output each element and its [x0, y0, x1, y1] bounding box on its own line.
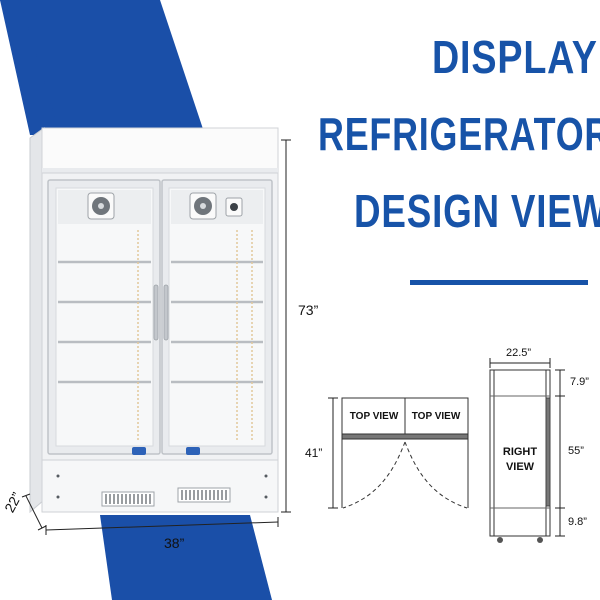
side-middle-label: 55” [568, 445, 584, 457]
door-handle-left [153, 284, 159, 341]
headline-line-3: DESIGN VIEW [354, 185, 600, 237]
fridge-light-box [41, 127, 279, 174]
fan-icon [87, 192, 115, 220]
door-badge-icon [132, 447, 146, 455]
top-view-label-left: TOP VIEW [349, 411, 399, 422]
right-view-label-line-1: RIGHT [502, 446, 538, 458]
fridge-door-left [47, 179, 161, 455]
side-top-label: 7.9” [570, 376, 589, 388]
headline-divider [410, 280, 588, 285]
fan-icon [189, 192, 217, 220]
shelves-right [171, 260, 263, 384]
blue-stripe-bottom [100, 515, 272, 600]
height-dimension-line [281, 139, 291, 513]
door-depth-dimension-line [328, 397, 338, 509]
fridge-base [41, 459, 279, 513]
top-view-label-right: TOP VIEW [411, 411, 461, 422]
side-width-label: 22.5” [506, 347, 532, 359]
side-bottom-label: 9.8” [568, 516, 587, 528]
right-view-label-line-2: VIEW [505, 461, 535, 473]
door-badge-icon [186, 447, 200, 455]
headline-line-1: DISPLAY [432, 31, 598, 83]
vent-grille-icon [177, 487, 231, 503]
depth-dimension-line [21, 493, 47, 531]
side-height-dimension-line [555, 369, 565, 537]
height-label: 73” [298, 302, 319, 318]
door-handle-right [163, 284, 169, 341]
blue-stripe-top [0, 0, 205, 135]
refrigerator [29, 127, 279, 514]
blue-stripe-left-edge [0, 0, 60, 135]
width-label: 38” [164, 535, 185, 551]
width-dimension-line [45, 517, 279, 535]
shelves-left [58, 260, 151, 384]
thermostat-icon [225, 197, 243, 217]
fridge-door-right [161, 179, 273, 455]
right-view-diagram [489, 369, 551, 543]
headline-line-2: REFRIGERATOR [318, 108, 600, 160]
vent-grille-icon [101, 491, 155, 507]
side-width-dimension-line [489, 358, 551, 368]
door-depth-label: 41” [305, 446, 323, 460]
top-view-diagram [341, 397, 469, 509]
